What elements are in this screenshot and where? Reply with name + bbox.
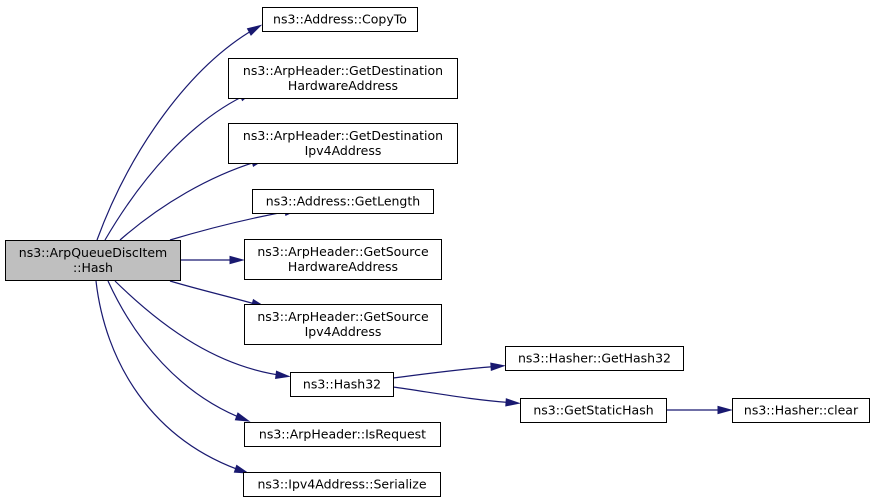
edge-line bbox=[119, 159, 263, 241]
node-label-line: ns3::ArpHeader::GetSource bbox=[257, 244, 429, 259]
node-label-line: ns3::ArpHeader::GetDestination bbox=[243, 63, 443, 78]
edge-arrowhead bbox=[717, 405, 733, 415]
node-isrequest[interactable]: ns3::ArpHeader::IsRequest bbox=[244, 422, 441, 447]
edge-arrowhead bbox=[234, 412, 251, 422]
node-clear[interactable]: ns3::Hasher::clear bbox=[732, 398, 870, 423]
node-box bbox=[244, 304, 442, 345]
edge-root-to-isrequest bbox=[107, 280, 251, 422]
node-hash32[interactable]: ns3::Hash32 bbox=[290, 372, 394, 397]
edge-hash32-to-gethash32 bbox=[392, 362, 506, 379]
node-label-line: ns3::ArpHeader::IsRequest bbox=[259, 427, 426, 442]
node-label-line: ns3::Address::GetLength bbox=[266, 194, 420, 209]
node-label-line: Ipv4Address bbox=[305, 324, 382, 339]
edge-line bbox=[107, 280, 247, 421]
edge-root-to-copyto bbox=[96, 24, 263, 241]
edge-root-to-hash32 bbox=[114, 280, 291, 379]
edge-root-to-serialize bbox=[95, 280, 250, 474]
edge-line bbox=[169, 280, 263, 307]
edge-arrowhead bbox=[275, 370, 291, 379]
node-box bbox=[290, 372, 394, 397]
node-label-line: ns3::Hash32 bbox=[303, 377, 381, 392]
node-box bbox=[228, 123, 458, 164]
edge-arrowhead bbox=[505, 398, 521, 407]
node-box bbox=[5, 240, 181, 281]
node-label-line: ns3::ArpQueueDiscItem bbox=[19, 245, 167, 260]
node-label-line: ns3::Hasher::GetHash32 bbox=[518, 351, 671, 366]
node-box bbox=[732, 398, 870, 423]
edge-root-to-getsrcipv4 bbox=[169, 280, 267, 308]
node-label-line: ns3::ArpHeader::GetSource bbox=[257, 309, 429, 324]
node-label-line: Ipv4Address bbox=[305, 143, 382, 158]
edge-root-to-getdestipv4 bbox=[119, 158, 267, 241]
edge-arrowhead bbox=[233, 464, 250, 474]
edge-arrowhead bbox=[246, 24, 263, 36]
edge-line bbox=[96, 26, 259, 241]
node-gethash32[interactable]: ns3::Hasher::GetHash32 bbox=[505, 346, 684, 371]
edge-line bbox=[169, 209, 296, 241]
node-label-line: HardwareAddress bbox=[288, 78, 398, 93]
node-box bbox=[228, 58, 458, 99]
node-label-line: ns3::Ipv4Address::Serialize bbox=[257, 477, 426, 492]
node-box bbox=[244, 239, 442, 280]
edge-line bbox=[95, 280, 246, 473]
node-box bbox=[243, 472, 441, 497]
node-box bbox=[505, 346, 684, 371]
node-getdestipv4[interactable]: ns3::ArpHeader::GetDestinationIpv4Addres… bbox=[228, 123, 458, 164]
node-getstatichash[interactable]: ns3::GetStaticHash bbox=[520, 398, 667, 423]
edge-line bbox=[392, 365, 502, 379]
node-box bbox=[262, 7, 418, 32]
node-box bbox=[520, 398, 667, 423]
edge-hash32-to-getstatichash bbox=[392, 386, 521, 407]
node-label-line: ns3::ArpHeader::GetDestination bbox=[243, 128, 443, 143]
node-label-line: ns3::Address::CopyTo bbox=[273, 12, 407, 27]
edge-root-to-getsrchw bbox=[180, 255, 245, 265]
edge-arrowhead bbox=[229, 255, 245, 265]
edge-line bbox=[104, 92, 251, 241]
node-root[interactable]: ns3::ArpQueueDiscItem::Hash bbox=[5, 240, 181, 281]
node-label-line: HardwareAddress bbox=[288, 259, 398, 274]
call-nodes: ns3::ArpQueueDiscItem::Hash ns3::Address:… bbox=[5, 7, 870, 497]
node-box bbox=[244, 422, 441, 447]
node-getdesthw[interactable]: ns3::ArpHeader::GetDestinationHardwareAd… bbox=[228, 58, 458, 99]
edge-getstatichash-to-clear bbox=[666, 405, 733, 415]
node-label-line: ns3::Hasher::clear bbox=[744, 403, 859, 418]
node-label-line: ::Hash bbox=[73, 260, 113, 275]
edge-root-to-getdesthw bbox=[104, 91, 255, 241]
edge-arrowhead bbox=[490, 362, 506, 371]
node-box bbox=[252, 189, 434, 214]
node-serialize[interactable]: ns3::Ipv4Address::Serialize bbox=[243, 472, 441, 497]
node-copyto[interactable]: ns3::Address::CopyTo bbox=[262, 7, 418, 32]
edge-line bbox=[114, 280, 287, 377]
edge-line bbox=[392, 386, 517, 404]
node-label-line: ns3::GetStaticHash bbox=[533, 403, 653, 418]
node-getlength[interactable]: ns3::Address::GetLength bbox=[252, 189, 434, 214]
